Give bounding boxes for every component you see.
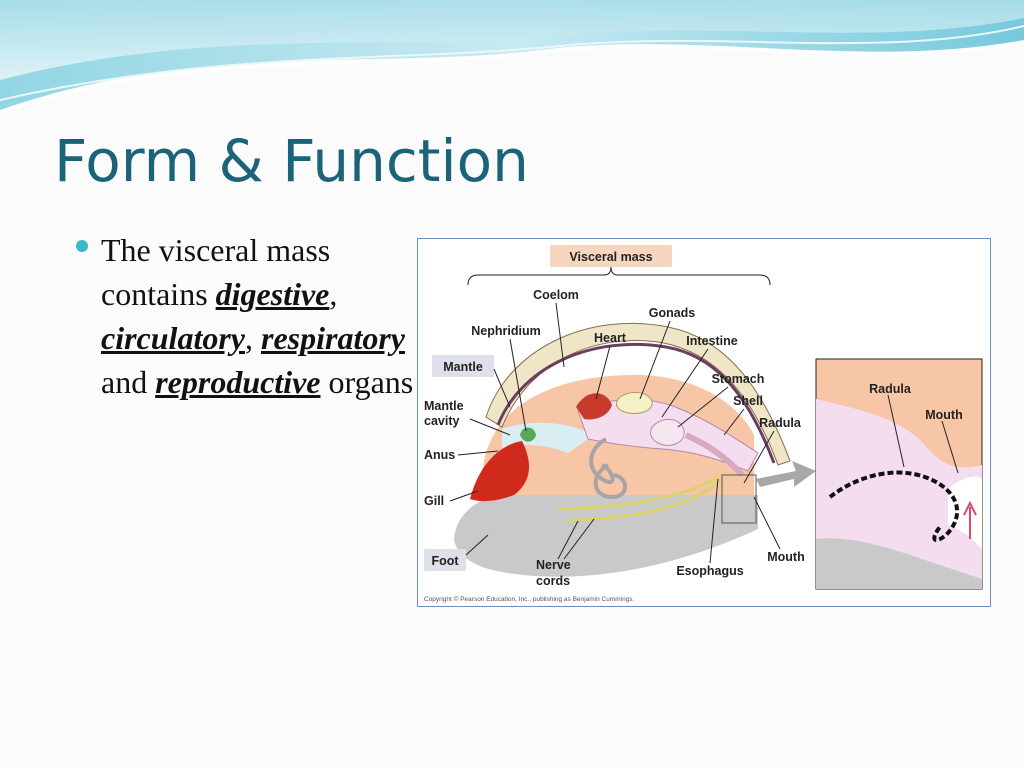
mollusc-anatomy-figure: Visceral mass Radula Mouth Coelom — [417, 238, 991, 607]
label-foot: Foot — [431, 554, 459, 568]
bullet-text-2: , — [329, 276, 338, 312]
label-inset-radula: Radula — [869, 382, 912, 396]
bullet-text-4: and — [101, 364, 156, 400]
term-digestive: digestive — [215, 276, 330, 312]
nephridium-pointer — [509, 338, 527, 432]
foot-pointer — [465, 534, 489, 556]
slide-title: Form & Function — [54, 127, 529, 195]
gill — [470, 441, 529, 502]
mantle-pointer — [493, 368, 511, 408]
term-reproductive: reproductive — [155, 364, 321, 400]
mantle-cavity-pointer — [469, 418, 511, 436]
nerve-cord-2 — [567, 477, 724, 523]
esophagus-pointer — [709, 478, 719, 564]
label-mantle: Mantle — [443, 360, 483, 374]
label-anus: Anus — [424, 448, 455, 462]
gonads — [615, 392, 653, 414]
mantle-line — [496, 342, 776, 464]
header-wave-banner — [0, 0, 1024, 114]
label-nerve-2: cords — [536, 574, 570, 588]
nerve-cord-1 — [557, 475, 719, 511]
heart — [576, 393, 612, 420]
mouth-region-box — [721, 474, 757, 524]
radula-pointer — [743, 430, 775, 484]
stomach — [650, 418, 685, 446]
mollusc-anatomy-diagram: Visceral mass Radula Mouth Coelom — [424, 245, 983, 603]
bullet-dot-icon — [76, 240, 88, 252]
visceral-mass-label-box — [550, 245, 672, 267]
heart-pointer — [595, 345, 611, 400]
intestine-pointer — [661, 348, 709, 418]
inset-radula-pointer — [887, 394, 905, 468]
label-heart: Heart — [594, 331, 627, 345]
nerve-pointer-2 — [563, 518, 595, 560]
label-mantle-cavity-2: cavity — [424, 414, 459, 428]
label-gill: Gill — [424, 494, 444, 508]
label-inset-mouth: Mouth — [925, 408, 962, 422]
inset-foot-gray — [816, 538, 982, 589]
nephridium — [520, 427, 536, 442]
label-gonads: Gonads — [649, 306, 696, 320]
bullet-item: The visceral mass contains digestive, ci… — [101, 228, 415, 404]
label-coelom: Coelom — [533, 288, 579, 302]
foot — [454, 495, 758, 577]
gonads-pointer — [639, 320, 671, 400]
bullet-text-3: , — [244, 320, 261, 356]
label-visceral-mass: Visceral mass — [569, 250, 652, 264]
stomach-pointer — [677, 386, 729, 428]
label-nerve-1: Nerve — [536, 558, 571, 572]
label-shell: Shell — [733, 394, 763, 408]
label-radula: Radula — [759, 416, 802, 430]
bullet-text-1: The visceral mass contains — [101, 232, 331, 312]
bullet-text-5: organs — [320, 364, 414, 400]
coelom-pointer — [555, 302, 565, 368]
term-respiratory: respiratory — [260, 320, 405, 356]
visceral-mass-brace — [467, 266, 771, 286]
label-esophagus: Esophagus — [676, 564, 743, 578]
bullet-list: The visceral mass contains digestive, ci… — [70, 228, 415, 404]
label-mantle-cavity-1: Mantle — [424, 399, 464, 413]
label-nephridium: Nephridium — [471, 324, 540, 338]
anus-pointer — [457, 450, 499, 456]
term-circulatory: circulatory — [101, 320, 245, 356]
foot-label-box — [424, 549, 466, 571]
gill-pointer — [449, 490, 479, 502]
radula-ribbon — [828, 470, 960, 543]
label-intestine: Intestine — [686, 334, 737, 348]
figure-copyright: Copyright © Pearson Education, Inc., pub… — [424, 595, 635, 603]
radula-direction-arrow — [963, 500, 977, 539]
label-mouth: Mouth — [767, 550, 804, 564]
esophagus — [684, 432, 745, 477]
label-stomach: Stomach — [712, 372, 765, 386]
mantle-label-box — [432, 355, 494, 377]
mouth-pointer — [753, 496, 781, 550]
nerve-pointer-1 — [557, 520, 579, 560]
intestine-coil — [589, 437, 627, 500]
inset-mouth-pointer — [941, 420, 959, 474]
zoom-arrow — [756, 461, 816, 487]
shell-pointer — [723, 408, 745, 436]
